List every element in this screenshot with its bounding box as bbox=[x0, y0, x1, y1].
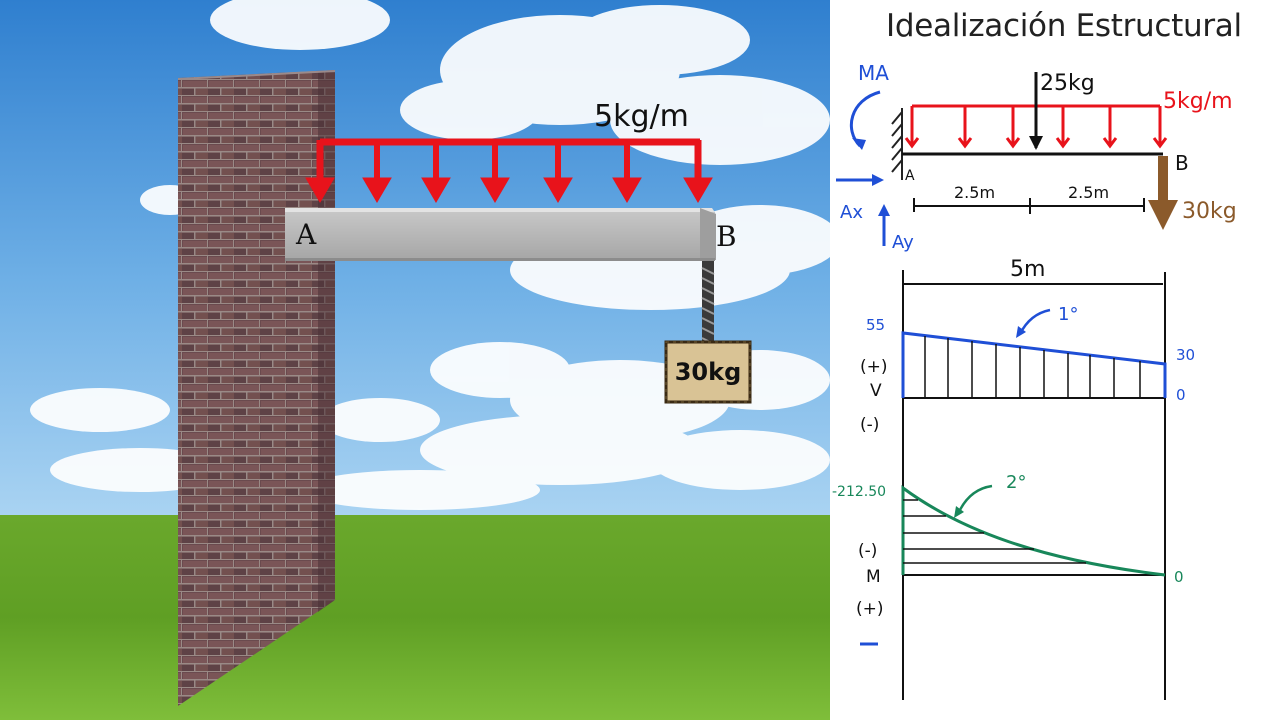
panel-title: Idealización Estructural bbox=[886, 8, 1242, 44]
end-b-label: B bbox=[1175, 151, 1189, 175]
shear-value-a: 55 bbox=[866, 316, 885, 334]
end-load-arrow bbox=[1158, 156, 1168, 204]
cantilever-beam bbox=[285, 208, 716, 261]
point-load-label: 25kg bbox=[1040, 71, 1095, 96]
shear-sign-positive: (+) bbox=[860, 357, 888, 377]
length-label: 5m bbox=[1010, 257, 1045, 282]
moment-sign-positive: (+) bbox=[856, 599, 884, 619]
hanging-rope bbox=[701, 261, 715, 345]
length-dimension bbox=[902, 270, 1166, 700]
clouds bbox=[30, 0, 830, 510]
shear-axis-label: V bbox=[870, 381, 882, 401]
hand-drawn-analysis: MA 5kg/m 25kg A B Ax Ay 2.5m 2.5m 30kg 5 bbox=[832, 61, 1237, 700]
end-load-label: 30kg bbox=[1182, 199, 1237, 224]
shear-sign-negative: (-) bbox=[860, 415, 879, 435]
segment-2-label: 2.5m bbox=[1068, 183, 1109, 202]
moment-sign-negative: (-) bbox=[858, 541, 877, 561]
reaction-y-label: Ay bbox=[892, 232, 914, 253]
moment-degree-note: 2° bbox=[1006, 472, 1026, 493]
moment-arrow bbox=[849, 90, 881, 148]
shear-zero: 0 bbox=[1176, 386, 1186, 404]
moment-value-a: -212.50 bbox=[832, 484, 886, 500]
grass-ground bbox=[0, 515, 830, 720]
support-a-label: A bbox=[905, 168, 915, 184]
idealized-load-label: 5kg/m bbox=[1163, 89, 1233, 114]
moment-label: MA bbox=[858, 61, 889, 85]
moment-diagram bbox=[901, 484, 1166, 577]
distributed-load-label: 5kg/m bbox=[594, 99, 689, 134]
weight-label: 30kg bbox=[675, 358, 742, 386]
scene-illustration: A B 5kg/m 30kg bbox=[0, 0, 830, 720]
shear-value-b: 30 bbox=[1176, 346, 1195, 364]
brick-wall bbox=[178, 70, 335, 706]
point-b-label: B bbox=[716, 220, 737, 253]
analysis-panel bbox=[830, 0, 1280, 720]
point-a-label: A bbox=[295, 218, 317, 251]
shear-degree-note: 1° bbox=[1058, 304, 1078, 325]
moment-axis-label: M bbox=[866, 567, 881, 587]
distributed-load-arrows bbox=[305, 138, 713, 203]
shear-diagram bbox=[901, 308, 1167, 399]
moment-zero: 0 bbox=[1174, 568, 1184, 586]
fixed-support-hatch bbox=[891, 108, 903, 180]
segment-1-label: 2.5m bbox=[954, 183, 995, 202]
reaction-x-label: Ax bbox=[840, 202, 863, 223]
weight-box bbox=[664, 340, 752, 404]
dimension-lines bbox=[913, 198, 1145, 214]
